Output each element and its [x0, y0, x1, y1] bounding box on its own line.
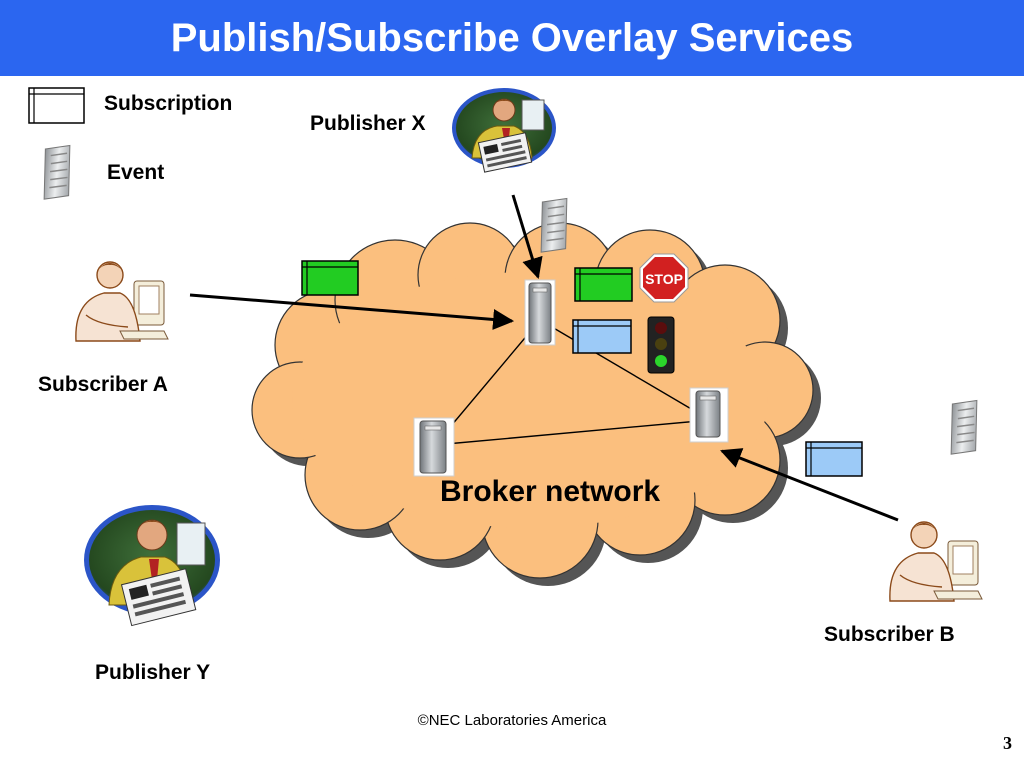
legend-subscription-label: Subscription — [104, 92, 233, 115]
legend-event-label: Event — [107, 161, 165, 184]
publisher-x-label: Publisher X — [310, 112, 426, 135]
subscription-green-icon — [301, 260, 359, 296]
server-icon — [689, 387, 729, 443]
person-at-computer-icon — [75, 261, 169, 342]
subscribe-arrows — [189, 194, 899, 522]
stop-sign-text: STOP — [645, 271, 683, 287]
event-newspaper-icon — [43, 144, 71, 200]
person-reading-newspaper-icon — [452, 88, 556, 173]
broker-network-label: Broker network — [440, 475, 661, 508]
subscriber-a-label: Subscriber A — [38, 373, 168, 396]
event-newspaper-icon — [950, 399, 978, 455]
subscription-icon — [28, 87, 85, 124]
subscription-green-icon — [574, 267, 633, 302]
person-reading-newspaper-icon — [84, 505, 220, 627]
page-number: 3 — [1003, 733, 1012, 753]
slide-title: Publish/Subscribe Overlay Services — [170, 16, 854, 60]
title-bar — [0, 0, 1024, 76]
subscriber-b-label: Subscriber B — [824, 623, 955, 646]
stop-sign-icon: STOP — [639, 253, 689, 303]
arrow-subscriber-b-to-broker — [720, 448, 899, 522]
server-icon — [524, 279, 556, 346]
event-newspaper-icon — [540, 197, 568, 253]
server-icon — [413, 417, 455, 477]
arrow-subscriber-a-to-broker — [189, 293, 515, 330]
copyright-footer: ©NEC Laboratories America — [417, 712, 607, 729]
person-at-computer-icon — [889, 521, 983, 602]
arrow-publisher-x-to-broker — [511, 194, 543, 280]
publisher-y-label: Publisher Y — [95, 661, 211, 684]
traffic-light-icon — [647, 316, 675, 374]
subscription-blue-icon — [805, 441, 863, 477]
subscription-blue-icon — [572, 319, 632, 354]
